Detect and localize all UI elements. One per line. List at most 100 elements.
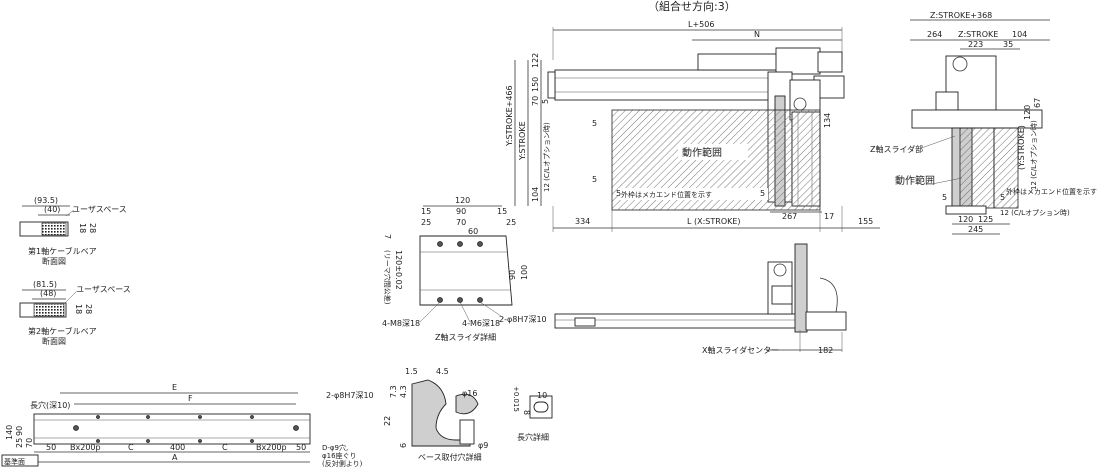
bm-1-5: 1.5 bbox=[405, 367, 418, 376]
bm-4-3: 4.3 bbox=[399, 385, 408, 398]
dim-x-stroke: L (X:STROKE) bbox=[687, 217, 741, 226]
dim-right-17: 17 bbox=[824, 212, 834, 221]
bm-4-5: 4.5 bbox=[436, 367, 449, 376]
zs-d-15a: 15 bbox=[421, 207, 431, 216]
dim-y-stroke-466: Y:STROKE+466 bbox=[505, 85, 514, 147]
bm-6: 6 bbox=[399, 443, 408, 448]
cb2-h28: 28 bbox=[84, 304, 93, 314]
dim-y-stroke: Y:STROKE bbox=[518, 121, 527, 161]
zs-d-100: 100 bbox=[520, 265, 529, 280]
side-d-120: 120 bbox=[958, 215, 973, 224]
cb2-inner: (48) bbox=[40, 289, 56, 298]
cable-bare-1: (93.5) (40) ユーザスペース 18 28 第1軸ケーブルベア 断面図 bbox=[19, 196, 127, 266]
zs-d-25a: 25 bbox=[421, 218, 431, 227]
zs-d-90: 90 bbox=[456, 207, 466, 216]
cb2-caption-2: 断面図 bbox=[42, 336, 66, 346]
bp-datum: 基準面 bbox=[4, 457, 25, 466]
bp-holes-2: φ16座ぐり bbox=[322, 451, 357, 460]
dim-v-5c: 5 bbox=[592, 175, 597, 184]
zs-d-120tol: 120±0.02 bbox=[394, 250, 403, 290]
side-d-125: 125 bbox=[978, 215, 993, 224]
bp-e: E bbox=[172, 383, 177, 392]
zs-d-7: 7 bbox=[383, 234, 392, 239]
base-plan: E F 長穴(深10) 2-φ8H7深10 140 90 25 70 50 Bx… bbox=[1, 383, 374, 468]
side-d-245: 245 bbox=[968, 225, 983, 234]
dim-v-5d: 5 bbox=[616, 189, 621, 198]
bp-c2: C bbox=[222, 443, 228, 452]
bp-h90: 90 bbox=[15, 426, 24, 436]
cb2-h18: 18 bbox=[74, 304, 83, 314]
base-mount-detail: 1.5 4.5 7.3 4.3 22 6 φ16 φ9 ベース取付穴詳細 bbox=[383, 367, 488, 462]
drawing-title: （組合せ方向:3） bbox=[648, 0, 736, 13]
front-note: 外枠はメカエンド位置を示す bbox=[621, 190, 712, 199]
zs-d-120: 120 bbox=[455, 196, 470, 205]
side-z-stroke-368: Z:STROKE+368 bbox=[930, 11, 992, 20]
zs-hole-2: 4-M6深18 bbox=[462, 319, 500, 328]
bp-h25: 25 bbox=[15, 438, 24, 448]
zs-d-70: 70 bbox=[456, 218, 466, 227]
bm-caption: ベース取付穴詳細 bbox=[418, 452, 482, 462]
side-v-12: 12 (C/Lオプション時) bbox=[1030, 120, 1038, 190]
bm-phi16: φ16 bbox=[462, 389, 477, 398]
dim-v-12: 12 (C/Lオプション時) bbox=[543, 122, 551, 192]
side-d-5b: 5 bbox=[1000, 193, 1005, 202]
dim-v-122: 122 bbox=[531, 53, 540, 68]
lh-8: 8 bbox=[522, 410, 531, 415]
bp-50b: 50 bbox=[296, 443, 306, 452]
zs-d-90v: 90 bbox=[508, 270, 517, 280]
lh-10: 10 bbox=[537, 391, 547, 400]
bp-long-hole: 長穴(深10) bbox=[30, 400, 70, 410]
cb1-outer: (93.5) bbox=[34, 196, 58, 205]
dim-v-104: 104 bbox=[531, 187, 540, 202]
z-slider-detail: 120 15 90 15 25 70 25 60 7 (リーマ穴間公差) 120… bbox=[382, 196, 547, 342]
dim-v-70: 70 bbox=[531, 96, 540, 106]
zs-d-15b: 15 bbox=[497, 207, 507, 216]
side-d-223: 223 bbox=[968, 40, 983, 49]
side-y-stroke: (Y:STROKE) bbox=[1017, 125, 1026, 170]
zs-hole-3: 2-φ8H7深10 bbox=[499, 315, 547, 324]
side-area-label: 動作範囲 bbox=[895, 174, 935, 187]
cb1-caption-1: 第1軸ケーブルベア bbox=[28, 246, 97, 256]
zs-d-60: 60 bbox=[468, 227, 478, 236]
dim-v-5e: 5 bbox=[760, 189, 765, 198]
side-view: Z:STROKE+368 264 Z:STROKE 104 223 35 Z軸ス… bbox=[870, 11, 1097, 235]
cb2-user-space: ユーザスペース bbox=[76, 285, 131, 294]
front-area-label: 動作範囲 bbox=[682, 146, 722, 159]
lh-tol: +0.015 bbox=[512, 386, 520, 412]
front-view: L+506 N 動作範囲 外枠はメカエンド位置を示す 334 bbox=[505, 20, 880, 232]
dim-right-267: 267 bbox=[782, 212, 797, 221]
bp-holes-1: D-φ9穴, bbox=[322, 443, 348, 452]
side-z-slider: Z軸スライダ部 bbox=[870, 144, 923, 154]
zs-reamer: (リーマ穴間公差) bbox=[383, 250, 392, 305]
cb1-inner: (40) bbox=[44, 205, 60, 214]
side-z-stroke: Z:STROKE bbox=[958, 30, 998, 39]
bp-c1: C bbox=[128, 443, 134, 452]
cb2-caption-1: 第2軸ケーブルベア bbox=[28, 326, 97, 336]
dim-right-155: 155 bbox=[858, 217, 873, 226]
dim-v-134: 134 bbox=[823, 113, 832, 128]
cb1-caption-2: 断面図 bbox=[42, 256, 66, 266]
dim-v-5a: 5 bbox=[541, 99, 550, 104]
cable-bare-2: (81.5) (48) ユーザスペース 18 28 第2軸ケーブルベア 断面図 bbox=[19, 280, 131, 346]
bm-22: 22 bbox=[383, 416, 392, 426]
cb1-h18: 18 bbox=[78, 223, 87, 233]
side-d-104: 104 bbox=[1012, 30, 1027, 39]
zs-d-25b: 25 bbox=[506, 218, 516, 227]
bp-pin: 2-φ8H7深10 bbox=[326, 391, 374, 400]
zs-caption: Z軸スライダ詳細 bbox=[435, 332, 496, 342]
bp-f: F bbox=[188, 394, 193, 403]
side-d-35: 35 bbox=[1003, 40, 1013, 49]
x-slider-center: X軸スライダセンター bbox=[702, 345, 779, 355]
bp-50a: 50 bbox=[46, 443, 56, 452]
cb1-user-space: ユーザスペース bbox=[72, 205, 127, 214]
side-d-120v: 120 bbox=[1023, 105, 1032, 120]
bp-bx1: Bx200p bbox=[70, 443, 101, 452]
bp-a: A bbox=[172, 453, 178, 462]
long-hole-detail: 10 +0.015 8 長穴詳細 bbox=[512, 386, 553, 442]
side-d-264: 264 bbox=[927, 30, 942, 39]
x-slider-182: 182 bbox=[818, 346, 833, 355]
cb2-outer: (81.5) bbox=[33, 280, 57, 289]
side-d-5a: 5 bbox=[942, 193, 947, 202]
